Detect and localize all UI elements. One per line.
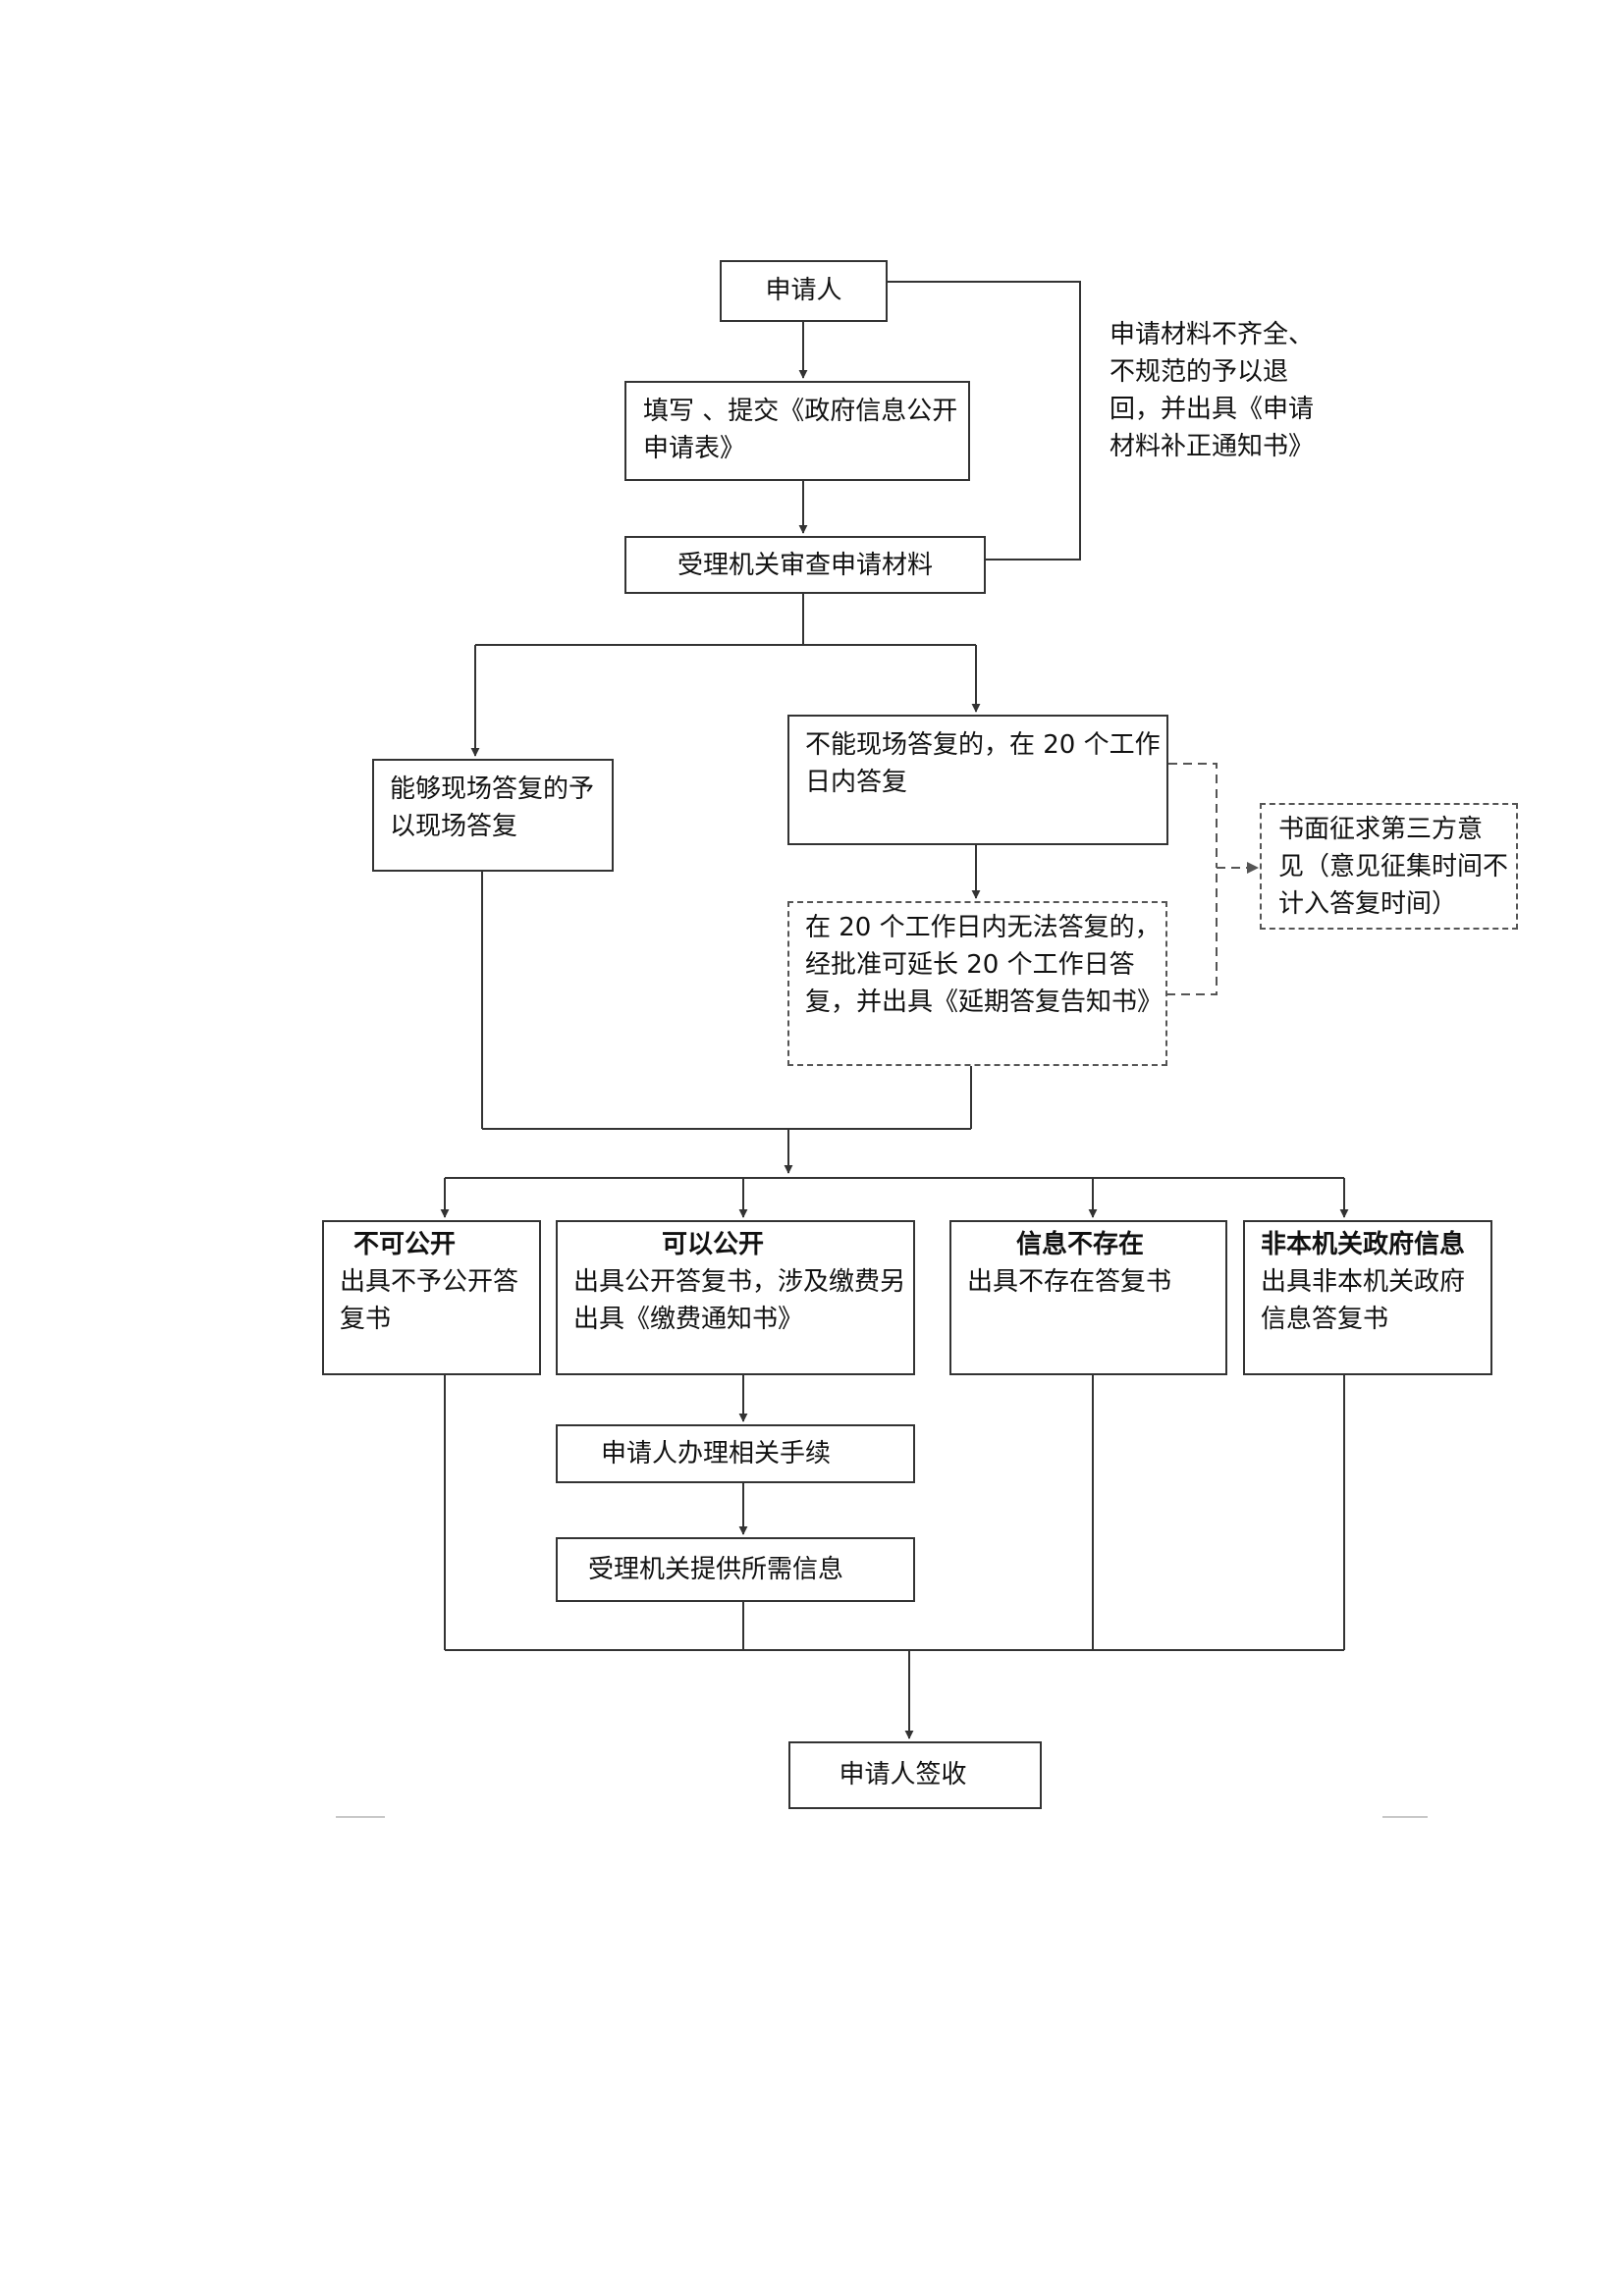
node-extension-line: 复，并出具《延期答复告知书》: [805, 988, 1164, 1017]
node-not-public-title: 不可公开: [353, 1230, 457, 1259]
node-public-line: 出具公开答复书，涉及缴费另: [573, 1267, 906, 1297]
node-applicant-text: 申请人: [765, 276, 842, 305]
node-extension: 在 20 个工作日内无法答复的， 经批准可延长 20 个工作日答 复，并出具《延…: [787, 901, 1167, 1066]
node-procedures: 申请人办理相关手续: [556, 1424, 915, 1483]
node-not-exist-line: 出具不存在答复书: [967, 1267, 1172, 1297]
arrow-return-to-applicant: [862, 276, 1081, 561]
return-note: 申请材料不齐全、 不规范的予以退 回，并出具《申请 材料补正通知书》: [1110, 316, 1314, 465]
node-public: 可以公开 出具公开答复书，涉及缴费另 出具《缴费通知书》: [556, 1220, 915, 1375]
node-not-exist-title: 信息不存在: [1016, 1230, 1145, 1259]
dashed-link-within20: [1168, 763, 1218, 868]
node-extension-line: 在 20 个工作日内无法答复的，: [805, 913, 1161, 942]
node-on-site-line: 能够现场答复的予: [390, 774, 595, 804]
return-note-line: 回，并出具《申请: [1110, 395, 1315, 424]
node-within-20-line: 不能现场答复的，在 20 个工作: [805, 730, 1161, 760]
return-note-line: 材料补正通知书》: [1110, 432, 1315, 461]
dashed-link-extension: [1166, 868, 1218, 995]
node-provide-info: 受理机关提供所需信息: [556, 1537, 915, 1602]
node-provide-text: 受理机关提供所需信息: [587, 1555, 843, 1584]
node-sign-text: 申请人签收: [839, 1760, 967, 1789]
node-not-public: 不可公开 出具不予公开答 复书: [322, 1220, 541, 1375]
node-review: 受理机关审查申请材料: [624, 536, 986, 594]
node-public-title: 可以公开: [662, 1230, 765, 1259]
node-not-agency-line: 信息答复书: [1261, 1305, 1389, 1334]
node-public-line: 出具《缴费通知书》: [573, 1305, 804, 1334]
node-not-agency: 非本机关政府信息 出具非本机关政府 信息答复书: [1243, 1220, 1492, 1375]
node-applicant: 申请人: [720, 260, 888, 322]
node-on-site-line: 以现场答复: [390, 812, 518, 841]
node-third-party-line: 书面征求第三方意: [1278, 815, 1484, 844]
node-sign: 申请人签收: [788, 1741, 1042, 1809]
node-within-20-days: 不能现场答复的，在 20 个工作 日内答复: [787, 715, 1168, 845]
scan-mark-right: [1382, 1816, 1428, 1818]
node-not-agency-line: 出具非本机关政府: [1261, 1267, 1466, 1297]
node-fill-form: 填写 、提交《政府信息公开 申请表》: [624, 381, 970, 481]
node-on-site: 能够现场答复的予 以现场答复: [372, 759, 614, 872]
node-fill-form-line: 申请表》: [643, 434, 746, 463]
return-note-line: 申请材料不齐全、: [1110, 320, 1315, 349]
node-third-party-line: 计入答复时间）: [1278, 889, 1458, 919]
node-not-public-line: 复书: [340, 1305, 392, 1334]
node-review-text: 受理机关审查申请材料: [677, 551, 933, 580]
dashed-arrowhead: [1247, 862, 1259, 874]
node-procedures-text: 申请人办理相关手续: [600, 1439, 831, 1468]
node-within-20-line: 日内答复: [805, 768, 908, 797]
node-fill-form-line: 填写 、提交《政府信息公开: [643, 397, 958, 426]
return-note-line: 不规范的予以退: [1110, 357, 1289, 387]
node-not-exist: 信息不存在 出具不存在答复书: [949, 1220, 1227, 1375]
scan-mark-left: [336, 1816, 385, 1818]
node-third-party-opinion: 书面征求第三方意 见（意见征集时间不 计入答复时间）: [1260, 803, 1518, 930]
node-not-public-line: 出具不予公开答: [340, 1267, 519, 1297]
node-third-party-line: 见（意见征集时间不: [1278, 852, 1509, 881]
node-not-agency-title: 非本机关政府信息: [1261, 1230, 1466, 1259]
node-extension-line: 经批准可延长 20 个工作日答: [805, 950, 1135, 980]
